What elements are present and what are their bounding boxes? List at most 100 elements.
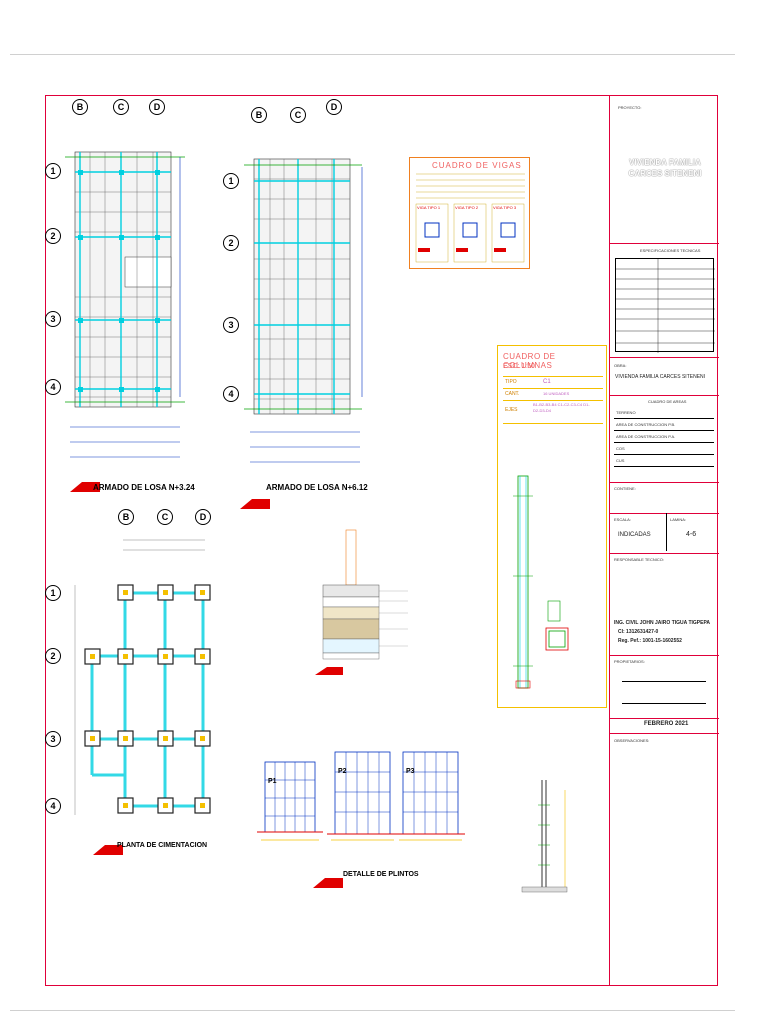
drawing-sheet-frame — [45, 95, 718, 986]
areas-row: COS — [614, 443, 714, 455]
axis-label-d: D — [326, 99, 342, 115]
axis-label-b: B — [72, 99, 88, 115]
axis-label-b: B — [118, 509, 134, 525]
obra-label: OBRA: — [614, 363, 627, 368]
axis-label-b: B — [251, 107, 267, 123]
areas-row-label: CUS — [616, 458, 625, 463]
columnas-table: CUADRO DE COLUMNAS ESC: 1:50 TIPO C1 CAN… — [497, 345, 607, 708]
axis-label-d: D — [149, 99, 165, 115]
page-bottom-rule — [10, 1010, 735, 1011]
axis-label-1: 1 — [223, 173, 239, 189]
proyecto-label: PROYECTO: — [618, 105, 642, 110]
plintos-drawing — [257, 751, 465, 888]
especificaciones-grid — [616, 259, 715, 353]
responsable-label: RESPONSABLE TECNICO: — [614, 557, 664, 562]
axis-label-2: 2 — [223, 235, 239, 251]
losa-2-drawing — [240, 158, 363, 509]
areas-row: TERRENO — [614, 407, 714, 419]
lamina-label: LAMINA: — [670, 517, 687, 522]
viga-tipo-3-label: VIGA TIPO 3 — [493, 205, 517, 210]
areas-row: AREA DE CONSTRUCCION P.A. — [614, 431, 714, 443]
page-top-rule — [10, 54, 735, 55]
columnas-rows: TIPO C1 CANT. 16 UNIDADES EJES B1-B2-B3-… — [503, 376, 603, 424]
columnas-row-tipo: TIPO C1 — [503, 376, 603, 388]
signature-line — [622, 681, 706, 682]
vigas-table: CUADRO DE VIGAS VIGA TIPO 1 VIGA TIPO 2 … — [409, 157, 530, 269]
losa-2-title: ARMADO DE LOSA N+6.12 — [266, 483, 368, 492]
axis-label-2: 2 — [45, 228, 61, 244]
cimentacion-plan: B C D 1 2 3 4 PLANTA DE CIMENT — [45, 505, 225, 865]
areas-row: AREA DE CONSTRUCCION P.B. — [614, 419, 714, 431]
cuadro-areas-title: CUADRO DE AREAS — [648, 399, 687, 404]
title-block-rule — [610, 513, 719, 514]
obra-value: VIVIENDA FAMILIA CARCES SITENENI — [615, 374, 706, 380]
axis-label-d: D — [195, 509, 211, 525]
losa-1-title: ARMADO DE LOSA N+3.24 — [93, 483, 195, 492]
areas-row: CUS — [614, 455, 714, 467]
engineer-name: ING. CIVIL JOHN JAIRO TIGUA TIGPEPA — [614, 620, 711, 626]
axis-label-2: 2 — [45, 648, 61, 664]
axis-label-4: 4 — [223, 386, 239, 402]
foundation-section-detail — [315, 529, 408, 675]
title-block-rule — [610, 395, 719, 396]
axis-label-c: C — [157, 509, 173, 525]
title-block-rule — [610, 357, 719, 358]
propietarios-label: PROPIETARIOS: — [614, 659, 645, 664]
plinto-p1-label: P1 — [268, 778, 277, 785]
areas-row-label: AREA DE CONSTRUCCION P.A. — [616, 434, 676, 439]
losa-1-drawing — [65, 151, 185, 492]
columnas-row-ejes: EJES B1-B2-B3-B4 C1-C2-C3-C4 D1-D2-D3-D4 — [503, 400, 603, 424]
title-block-rule — [610, 482, 719, 483]
date-value: FEBRERO 2021 — [644, 721, 689, 727]
axis-label-1: 1 — [45, 163, 61, 179]
title-block-rule — [610, 655, 719, 656]
columnas-table-title: CUADRO DE COLUMNAS — [503, 352, 556, 370]
axis-label-3: 3 — [45, 311, 61, 327]
losa-plan-2: B C D 1 2 3 4 ARMADO DE LOSA N+ — [222, 97, 392, 509]
escala-divider — [666, 513, 667, 551]
plintos-detail: P1 P2 P3 DETALLE DE PLINTOS — [255, 740, 470, 900]
axis-label-c: C — [113, 99, 129, 115]
columnas-row-cant: CANT. 16 UNIDADES — [503, 388, 603, 400]
column-base-detail — [521, 780, 568, 893]
lamina-value: 4-6 — [686, 531, 697, 538]
plintos-title: DETALLE DE PLINTOS — [343, 871, 419, 878]
title-block-rule — [610, 718, 719, 719]
columnas-row-value: C1 — [543, 379, 551, 385]
columnas-row-label: TIPO — [505, 379, 517, 385]
columnas-row-label: CANT. — [505, 391, 520, 397]
axis-label-3: 3 — [223, 317, 239, 333]
engineer-reg: Reg. Pef.: 1001-15-1602552 — [618, 638, 682, 644]
escala-label: ESCALA: — [614, 517, 631, 522]
contiene-label: CONTIENE: — [614, 486, 636, 491]
column-elevation-drawing — [513, 475, 569, 689]
cimentacion-drawing — [74, 539, 211, 855]
viga-tipo-1-label: VIGA TIPO 1 — [417, 205, 441, 210]
title-block-rule — [610, 733, 719, 734]
engineer-ci: CI: 1312631427-0 — [618, 629, 659, 635]
columnas-row-value: 16 UNIDADES — [543, 391, 570, 396]
plinto-p3-label: P3 — [406, 768, 415, 775]
escala-value: INDICADAS — [618, 532, 651, 538]
areas-row-label: AREA DE CONSTRUCCION P.B. — [616, 422, 676, 427]
columnas-table-scale: ESC: 1:50 — [503, 363, 535, 370]
especificaciones-table — [615, 258, 715, 353]
axis-label-3: 3 — [45, 731, 61, 747]
vigas-table-title: CUADRO DE VIGAS — [432, 161, 522, 170]
areas-row-label: TERRENO — [616, 410, 636, 415]
columnas-row-label: EJES — [505, 407, 518, 413]
axis-label-4: 4 — [45, 379, 61, 395]
signature-line — [622, 703, 706, 704]
axis-label-1: 1 — [45, 585, 61, 601]
project-name: VIVIENDA FAMILIA CARCES SITENENI — [628, 158, 702, 178]
observaciones-label: OBSERVACIONES: — [614, 738, 650, 743]
title-block: PROYECTO: VIVIENDA FAMILIA CARCES SITENE… — [609, 95, 719, 986]
axis-label-c: C — [290, 107, 306, 123]
plinto-p2-label: P2 — [338, 768, 347, 775]
title-block-rule — [610, 553, 719, 554]
title-block-rule — [610, 243, 719, 244]
columnas-row-value: B1-B2-B3-B4 C1-C2-C3-C4 D1-D2-D3-D4 — [533, 402, 590, 413]
especificaciones-title: ESPECIFICACIONES TECNICAS — [640, 248, 701, 253]
axis-label-4: 4 — [45, 798, 61, 814]
viga-tipo-2-label: VIGA TIPO 2 — [455, 205, 479, 210]
